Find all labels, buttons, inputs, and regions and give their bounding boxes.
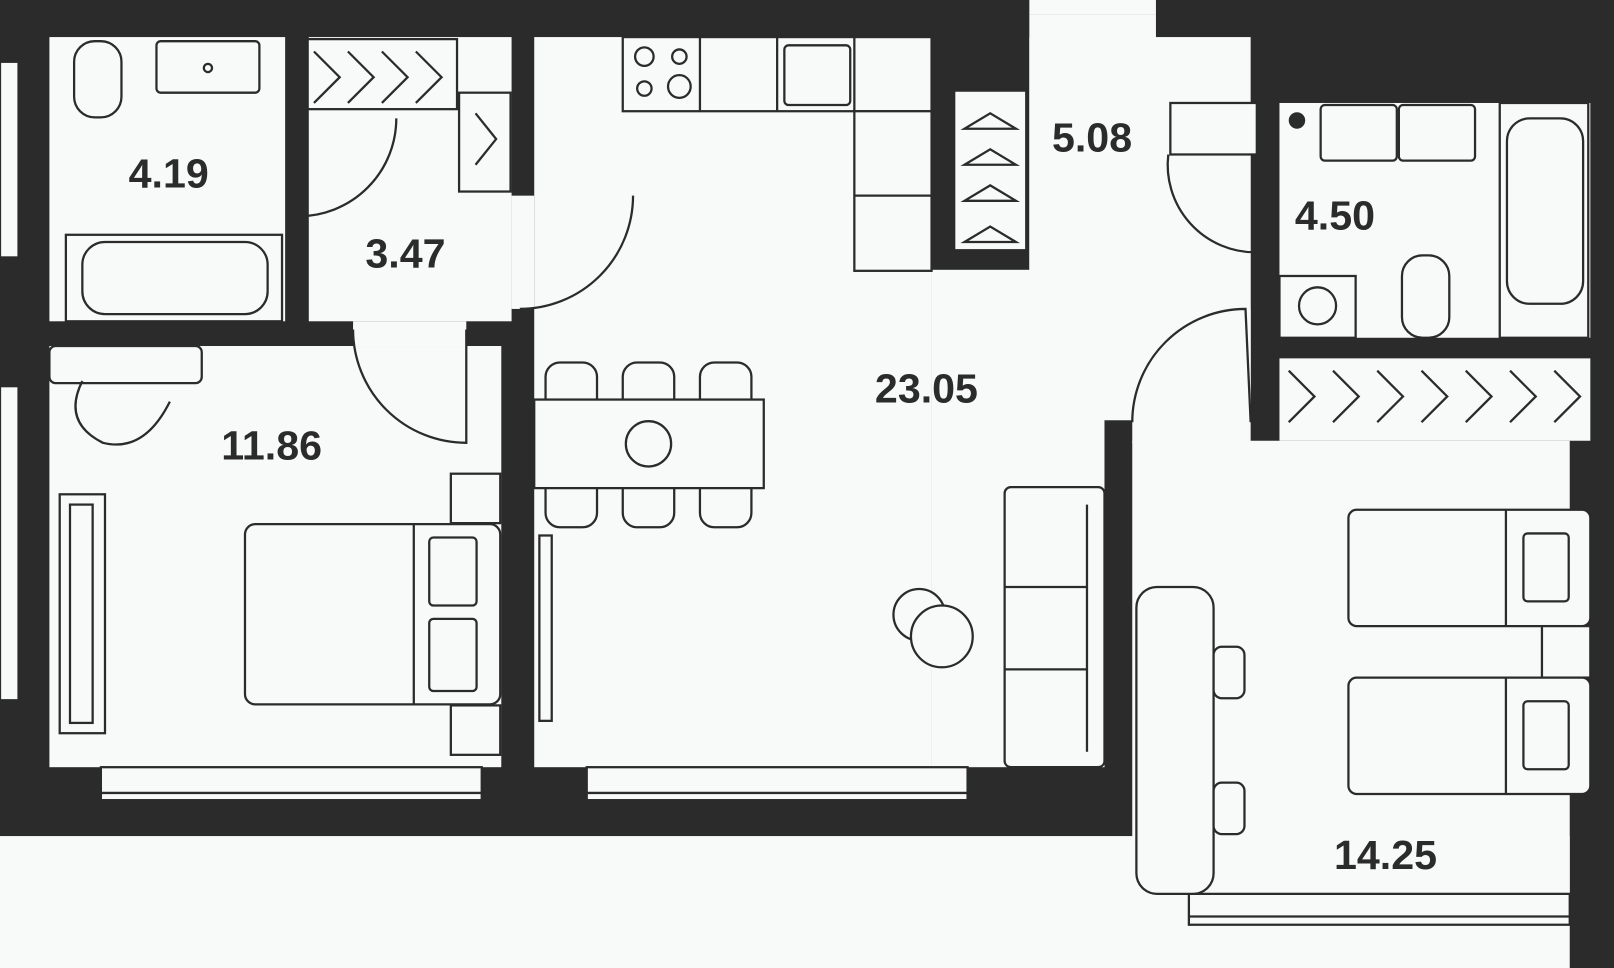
bathroom-1-fixtures [64,40,284,323]
wardrobe [58,493,107,735]
sofa [1003,485,1106,769]
coffee-table [909,604,974,669]
area-label-bedroom-1: 11.86 [221,422,322,468]
balcony-area [0,836,1133,968]
dining-table [533,398,765,490]
door-opening [511,195,535,309]
single-bed-2 [1347,676,1592,796]
bedroom-2-furniture [1135,508,1592,895]
room-hallway [308,37,512,322]
hanger-icons [305,37,512,193]
bathtub-2-icon [1505,117,1585,305]
area-label-kitchen-living: 23.05 [875,366,978,412]
double-bed [243,523,502,706]
washing-machine-icon [1278,274,1357,339]
kitchen-fixtures [533,35,1106,769]
bathtub-icon [64,233,284,323]
desk [1135,585,1215,895]
toilet-2-icon [1400,254,1451,339]
area-label-hallway: 3.47 [365,231,445,277]
room-bedroom-2-b [1132,308,1251,443]
entrance-opening [1029,0,1156,15]
area-label-bedroom-2: 14.25 [1334,832,1437,878]
single-bed-1 [1347,508,1592,628]
flower-icon [624,420,673,468]
closet [953,89,1028,252]
toilet-icon [72,40,123,119]
kitchen-sink-icon [783,44,852,107]
doors [297,118,1256,444]
area-label-entrance-hall: 5.08 [1052,114,1132,160]
area-label-bathroom-2: 4.50 [1295,193,1375,239]
windows [0,60,1571,926]
wardrobe-2 [1279,358,1591,441]
stove-icon [633,46,655,68]
sink-icon [155,40,261,94]
area-label-bathroom-1: 4.19 [129,150,209,196]
bathroom-2-fixtures [1169,101,1590,424]
stove-2 [1169,101,1258,156]
bedroom-1-furniture [48,344,502,756]
door-opening-2 [353,321,467,347]
